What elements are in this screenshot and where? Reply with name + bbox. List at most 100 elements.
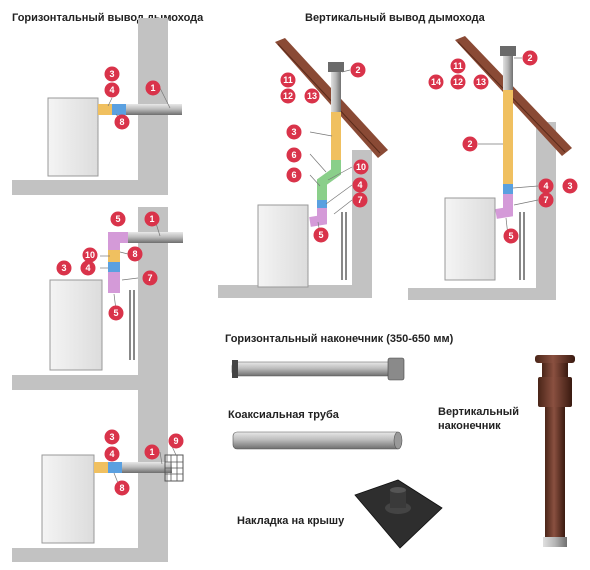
marker-number: 12 <box>283 91 293 101</box>
marker-number: 7 <box>147 273 152 283</box>
vertical-tip-tube <box>545 407 565 537</box>
drain-5 <box>519 212 525 280</box>
stack-4 <box>331 72 341 112</box>
pipe-yellow-4 <box>331 112 341 160</box>
pipe-3 <box>94 462 172 473</box>
product-coaxial-pipe <box>232 431 403 450</box>
marker-number: 10 <box>356 162 366 172</box>
marker-badge <box>522 50 538 66</box>
segment-blue-5 <box>503 184 513 194</box>
marker-number: 6 <box>291 150 296 160</box>
marker-number: 8 <box>132 249 137 259</box>
marker-badge <box>304 88 320 104</box>
marker-number: 3 <box>61 263 66 273</box>
wall-1 <box>12 18 168 195</box>
title-vertical-outlet: Вертикальный вывод дымохода <box>305 12 485 24</box>
marker-badge <box>104 82 120 98</box>
marker-number: 1 <box>149 214 154 224</box>
marker-badge <box>286 167 302 183</box>
marker-number: 5 <box>113 308 118 318</box>
wall-5 <box>408 122 556 300</box>
segment-blue-4 <box>317 200 327 208</box>
marker-badge <box>462 136 478 152</box>
boiler-3 <box>41 454 95 544</box>
marker-badge <box>280 72 296 88</box>
diagram-horizontal-1 <box>12 18 182 195</box>
pipe-1 <box>98 104 182 115</box>
marker-number: 4 <box>109 449 114 459</box>
pipe-2 <box>108 232 183 243</box>
segment-blue-3 <box>108 462 122 473</box>
stack-5 <box>503 56 513 90</box>
segment-yellow-2 <box>108 250 120 262</box>
marker-number: 11 <box>283 75 293 85</box>
marker-number: 1 <box>150 83 155 93</box>
marker-badge <box>280 88 296 104</box>
marker-number: 12 <box>453 77 463 87</box>
marker-number: 2 <box>355 65 360 75</box>
marker-badge <box>313 227 329 243</box>
marker-badge <box>352 192 368 208</box>
marker-badge <box>473 74 489 90</box>
marker-badge <box>110 211 126 227</box>
marker-number: 5 <box>508 231 513 241</box>
marker-badge <box>114 114 130 130</box>
marker-number: 1 <box>149 447 154 457</box>
marker-badge <box>144 444 160 460</box>
cap-4 <box>328 62 344 72</box>
diagram-vertical-2 <box>408 36 572 300</box>
product-roof-flashing <box>354 479 443 549</box>
marker-number: 4 <box>85 263 90 273</box>
segment-yellow-3 <box>94 462 108 473</box>
drain-2 <box>129 290 135 360</box>
elbow-2 <box>108 232 128 243</box>
coaxial-pipe-end <box>393 431 403 450</box>
marker-number: 4 <box>109 85 114 95</box>
vertical-tip-cap <box>535 355 575 363</box>
marker-badge <box>428 74 444 90</box>
horizontal-tip-end-left <box>232 360 238 378</box>
marker-number: 5 <box>115 214 120 224</box>
elbow-5 <box>495 194 513 219</box>
marker-badge <box>286 124 302 140</box>
horizontal-tip-end-right <box>387 357 405 381</box>
offset-green-4 <box>317 160 341 200</box>
marker-badge <box>286 147 302 163</box>
pipe-yellow-5 <box>503 90 513 184</box>
marker-badge <box>450 74 466 90</box>
marker-badge <box>503 228 519 244</box>
marker-number: 3 <box>109 432 114 442</box>
wall-3 <box>12 382 168 562</box>
marker-badge <box>108 305 124 321</box>
marker-badge <box>350 62 366 78</box>
marker-badge <box>114 480 130 496</box>
marker-badge <box>104 66 120 82</box>
diagram-horizontal-3 <box>12 382 184 562</box>
marker-badge <box>538 178 554 194</box>
marker-number: 4 <box>357 180 362 190</box>
boiler-1 <box>47 97 99 177</box>
segment-blue-1 <box>112 104 126 115</box>
marker-badge <box>127 246 143 262</box>
marker-badge <box>144 211 160 227</box>
coaxial-pipe-body <box>232 431 402 450</box>
marker-number: 3 <box>567 181 572 191</box>
marker-number: 7 <box>543 195 548 205</box>
marker-badge <box>562 178 578 194</box>
marker-badge <box>352 177 368 193</box>
roof-5 <box>455 36 572 156</box>
marker-number: 10 <box>85 250 95 260</box>
cap-5 <box>500 46 516 56</box>
boiler-2 <box>49 279 103 371</box>
marker-number: 13 <box>307 91 317 101</box>
vertical-tip-end <box>543 537 567 547</box>
marker-badge <box>82 247 98 263</box>
segment-blue-2 <box>108 262 120 272</box>
product-vertical-tip <box>535 355 575 547</box>
marker-number: 8 <box>119 483 124 493</box>
marker-number: 9 <box>173 436 178 446</box>
marker-number: 2 <box>527 53 532 63</box>
marker-number: 3 <box>109 69 114 79</box>
